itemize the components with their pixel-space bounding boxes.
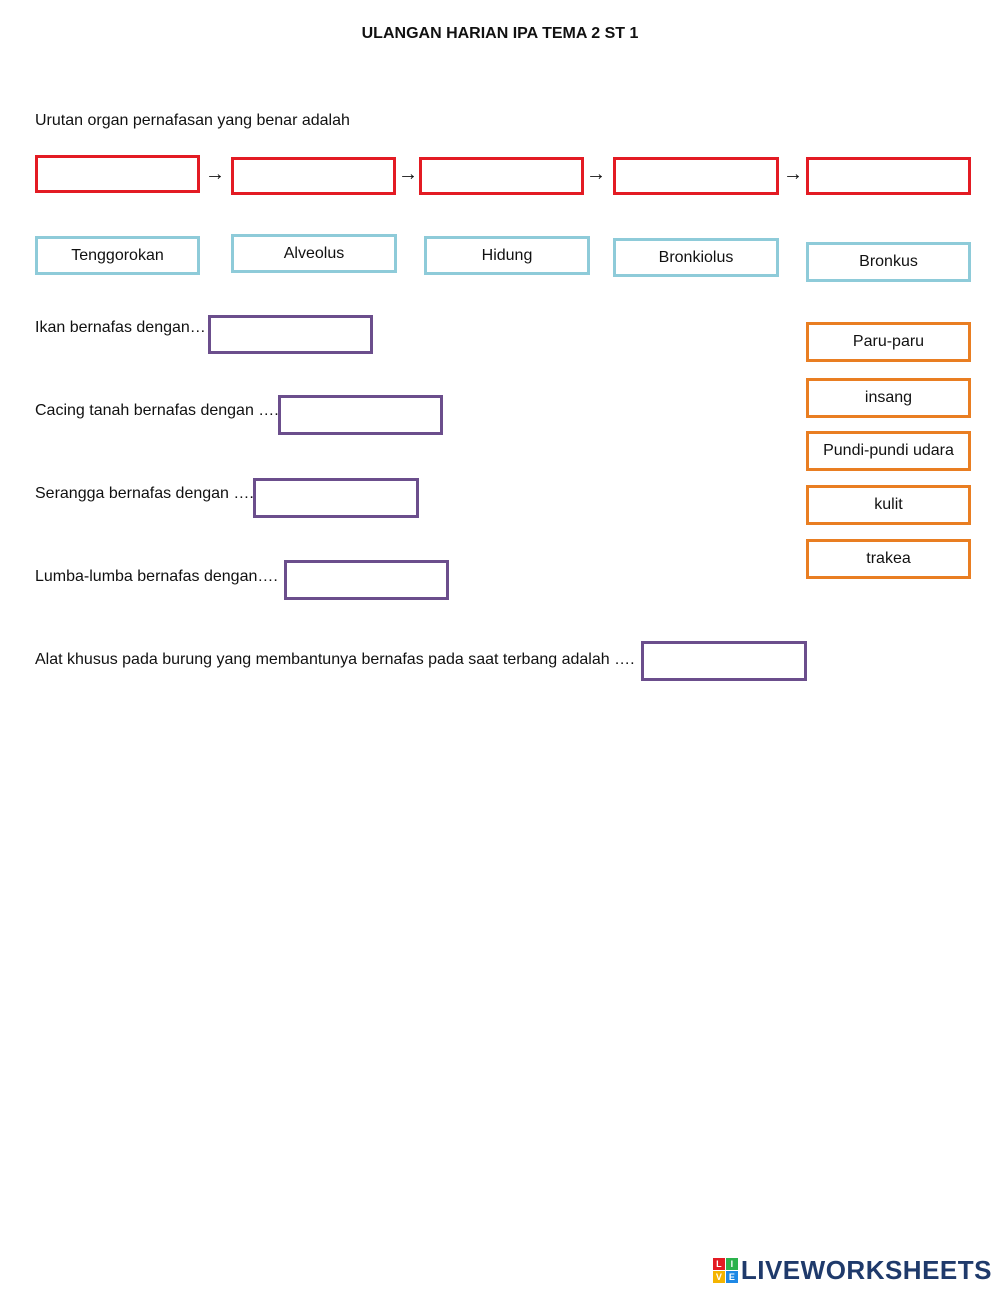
order-drop-box-2[interactable]	[231, 157, 396, 195]
answer-option-chip[interactable]: trakea	[806, 539, 971, 579]
answer-option-chip[interactable]: kulit	[806, 485, 971, 525]
organ-option-chip[interactable]: Alveolus	[231, 234, 397, 273]
organ-option-chip[interactable]: Tenggorokan	[35, 236, 200, 275]
question-text-dolphin: Lumba-lumba bernafas dengan….	[35, 568, 278, 585]
arrow-icon: →	[398, 163, 418, 185]
answer-drop-box-insect[interactable]	[253, 478, 419, 518]
liveworksheets-logo: L I V E LIVEWORKSHEETS	[712, 1254, 992, 1286]
order-drop-box-4[interactable]	[613, 157, 779, 195]
order-drop-box-5[interactable]	[806, 157, 971, 195]
question-text-earthworm: Cacing tanah bernafas dengan ….	[35, 402, 279, 419]
arrow-icon: →	[586, 163, 606, 185]
organ-option-chip[interactable]: Bronkiolus	[613, 238, 779, 277]
arrow-icon: →	[205, 163, 225, 185]
logo-mark-letter: V	[712, 1270, 725, 1283]
question-text-bird: Alat khusus pada burung yang membantunya…	[35, 651, 635, 668]
organ-option-chip[interactable]: Hidung	[424, 236, 590, 275]
order-drop-box-1[interactable]	[35, 155, 200, 193]
answer-drop-box-dolphin[interactable]	[284, 560, 449, 600]
question-text-fish: Ikan bernafas dengan…	[35, 319, 206, 336]
answer-option-chip[interactable]: insang	[806, 378, 971, 418]
organ-option-chip[interactable]: Bronkus	[806, 242, 971, 282]
logo-mark-letter: E	[725, 1270, 738, 1283]
order-drop-box-3[interactable]	[419, 157, 584, 195]
logo-mark-icon: L I V E	[712, 1257, 738, 1283]
question-order-text: Urutan organ pernafasan yang benar adala…	[35, 112, 350, 129]
answer-drop-box-bird[interactable]	[641, 641, 807, 681]
answer-option-chip[interactable]: Paru-paru	[806, 322, 971, 362]
worksheet-title: ULANGAN HARIAN IPA TEMA 2 ST 1	[361, 25, 639, 42]
arrow-icon: →	[783, 163, 803, 185]
logo-mark-letter: L	[712, 1257, 725, 1270]
answer-drop-box-earthworm[interactable]	[278, 395, 443, 435]
question-text-insect: Serangga bernafas dengan ….	[35, 485, 254, 502]
logo-mark-letter: I	[725, 1257, 738, 1270]
answer-drop-box-fish[interactable]	[208, 315, 373, 354]
logo-text: LIVEWORKSHEETS	[740, 1254, 992, 1285]
answer-option-chip[interactable]: Pundi-pundi udara	[806, 431, 971, 471]
